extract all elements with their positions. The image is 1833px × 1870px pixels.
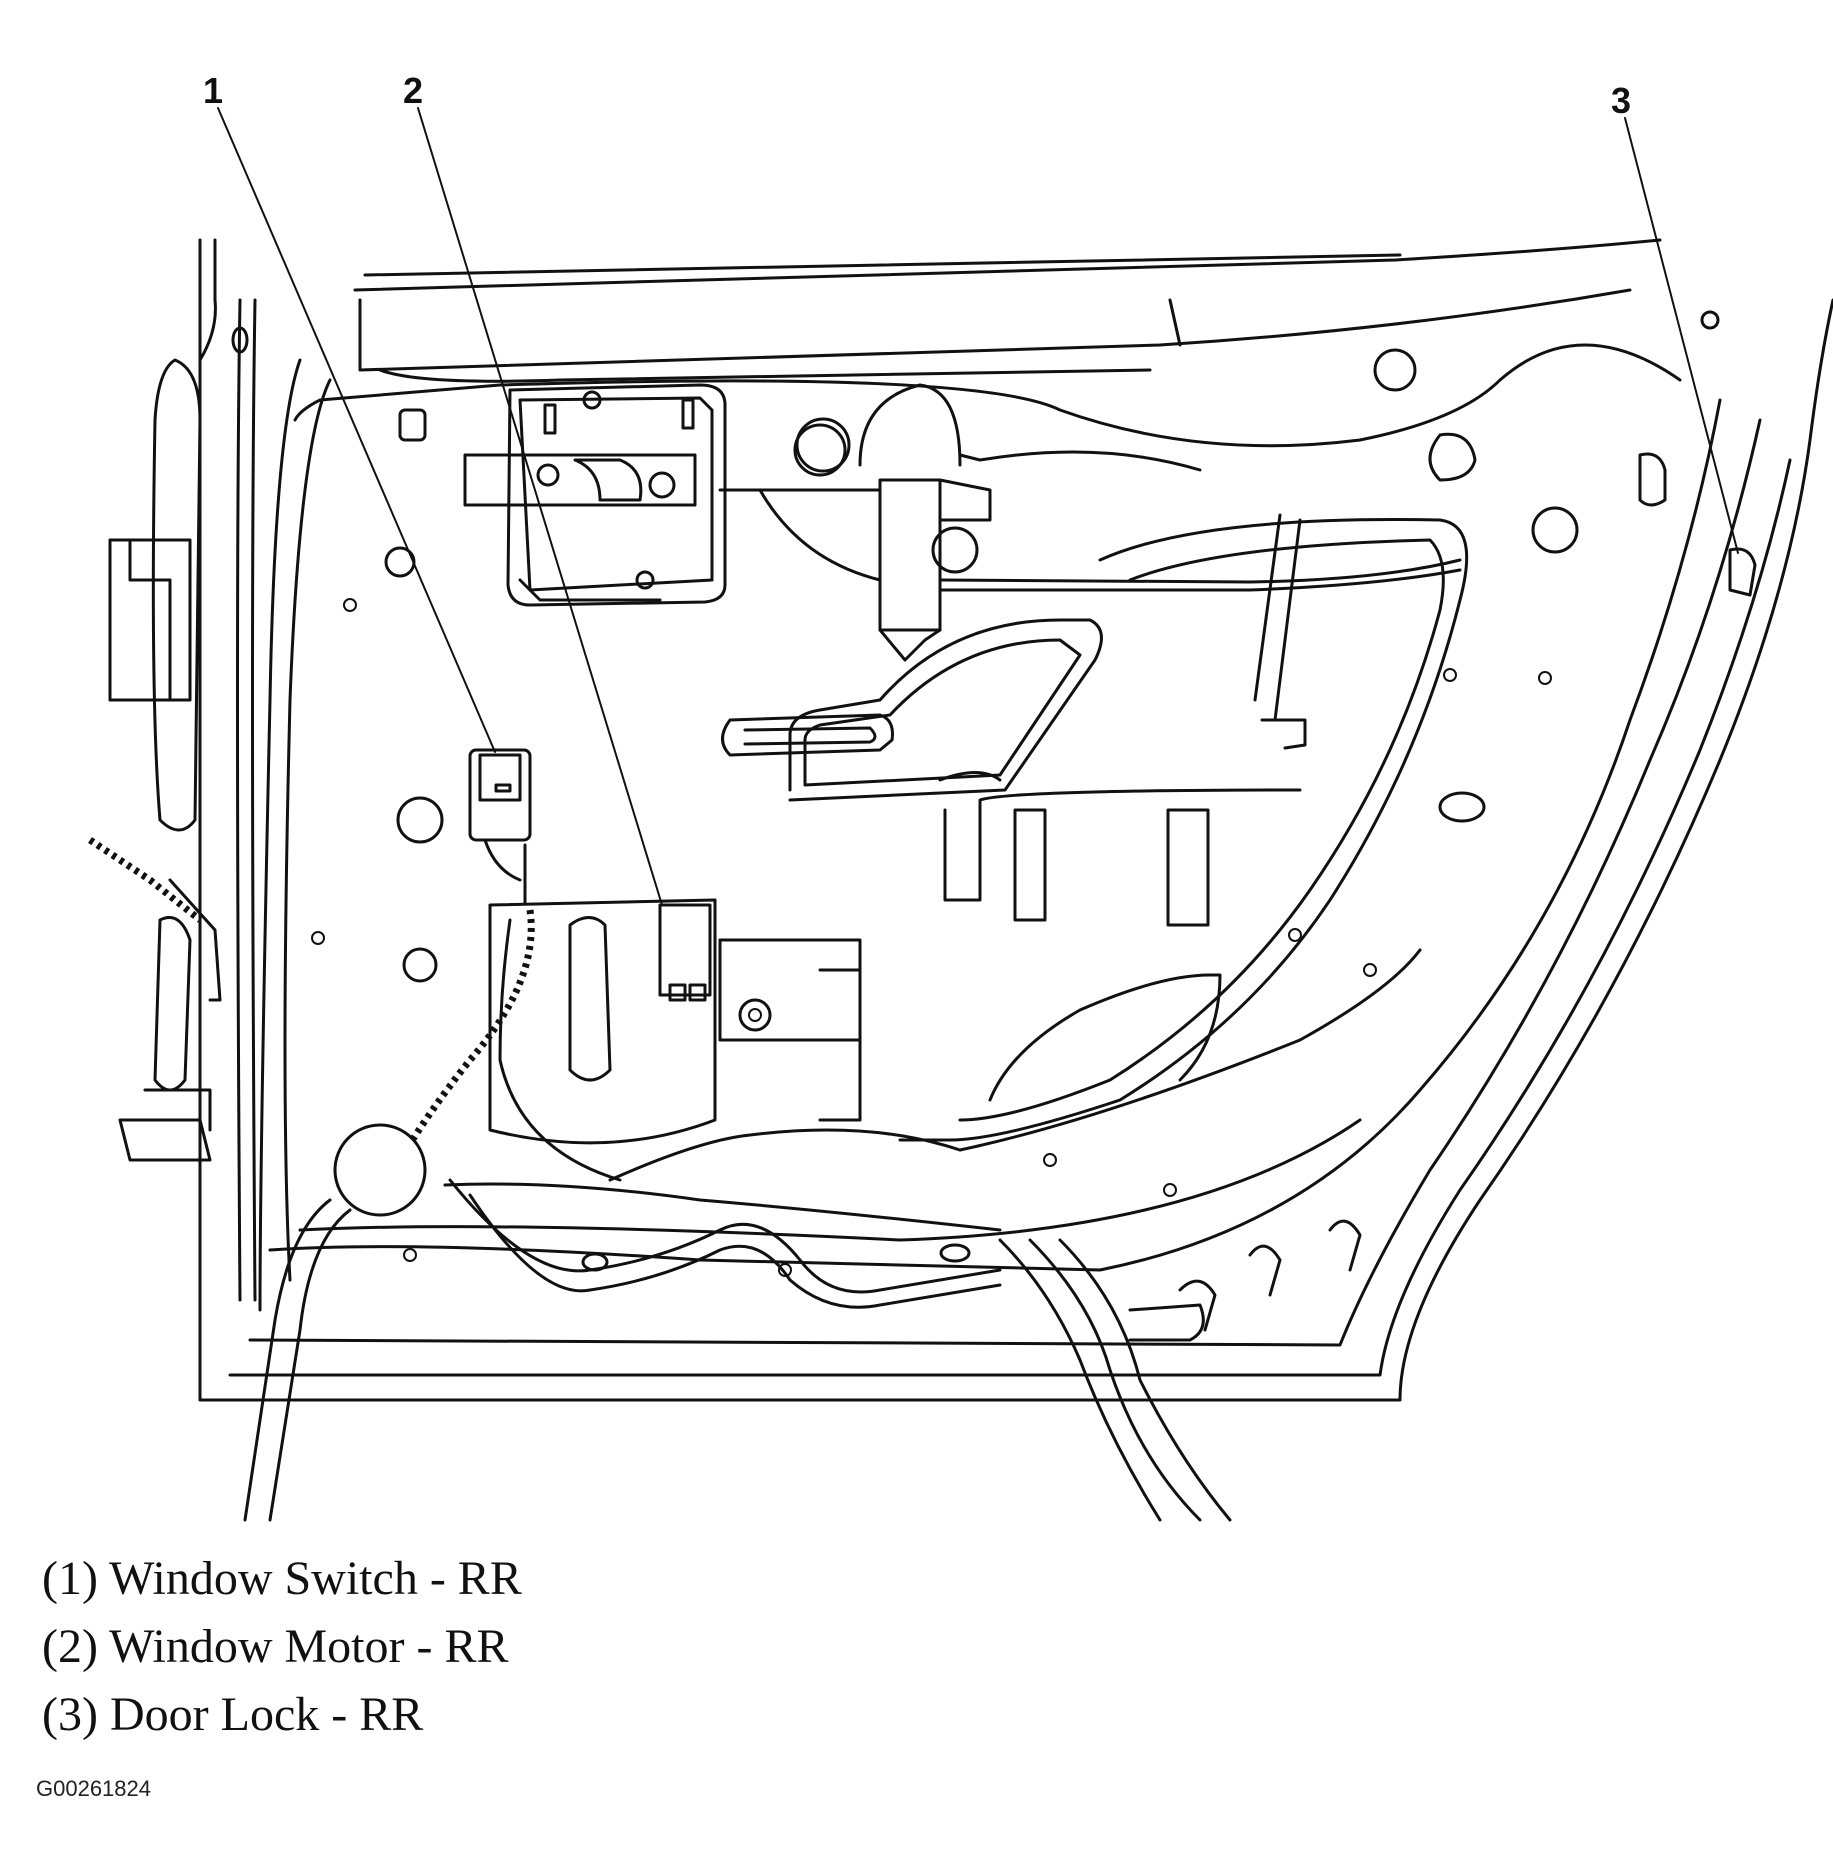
legend-item-window-switch: (1) Window Switch - RR [42, 1552, 522, 1605]
legend: (1) Window Switch - RR (2) Window Motor … [42, 1545, 522, 1749]
wire-harness [243, 909, 1422, 1522]
channel-ridge [788, 618, 1103, 802]
door-assembly-diagram [88, 107, 1833, 1522]
callout-number-1: 1 [203, 70, 224, 111]
upper-window-channel [353, 238, 1662, 383]
legend-item-door-lock: (3) Door Lock - RR [42, 1688, 424, 1741]
leader-line-1 [217, 107, 496, 753]
leader-lines [217, 107, 1739, 906]
figure-id: G00261824 [36, 1776, 151, 1801]
callout-number-3: 3 [1611, 80, 1632, 121]
latch-bracket [463, 383, 727, 607]
window-motor [488, 713, 894, 1145]
lower-bead [448, 1178, 1002, 1309]
leader-line-2 [417, 107, 663, 906]
lock-rod-assembly [718, 383, 1462, 662]
legend-item-window-motor: (2) Window Motor - RR [42, 1620, 509, 1673]
mounting-holes [231, 310, 1720, 1277]
door-frame [198, 238, 1833, 1402]
leader-line-3 [1624, 117, 1739, 554]
lower-fins [1128, 1219, 1362, 1342]
inner-panel [268, 343, 1722, 1272]
callout-number-2: 2 [403, 70, 424, 111]
hinge-area [88, 238, 222, 1162]
window-switch-connector [468, 748, 532, 922]
door-lock-tab [1728, 547, 1757, 597]
regulator-cutout [898, 513, 1469, 1142]
